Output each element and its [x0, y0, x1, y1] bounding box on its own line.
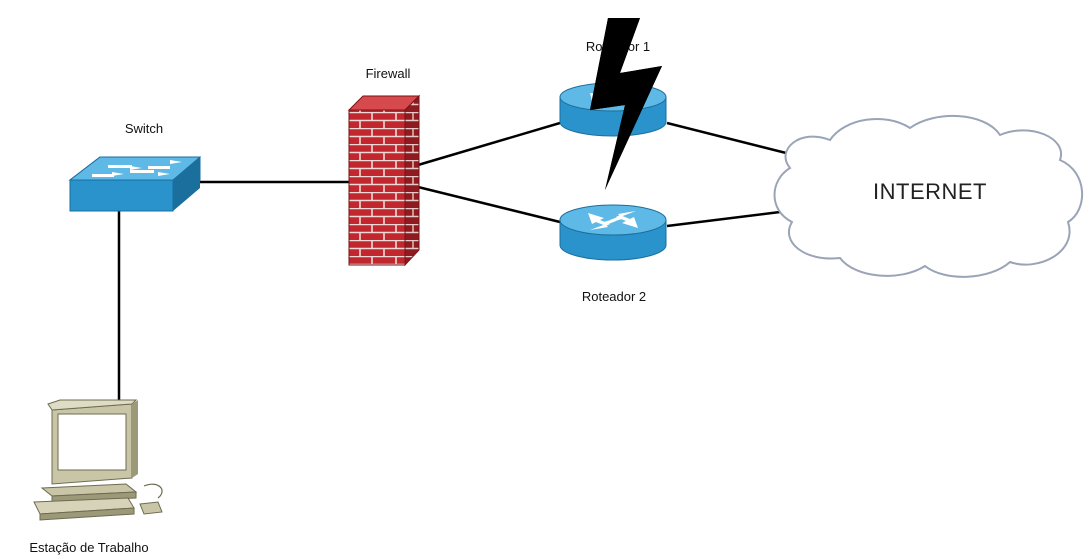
link-firewall-router1 [417, 121, 561, 167]
router1-label: Roteador 1 [585, 39, 651, 54]
link-firewall-router2 [417, 185, 561, 224]
firewall-brick-icon [347, 94, 421, 267]
router-icon [559, 204, 667, 261]
cloud-icon [773, 114, 1083, 278]
internet-label: INTERNET [873, 179, 987, 204]
link-router2-internet [666, 210, 781, 228]
switch-label: Switch [124, 121, 164, 136]
link-router1-internet [666, 121, 807, 160]
switch-icon [68, 156, 202, 212]
connections [117, 121, 807, 402]
firewall-label: Firewall [365, 66, 411, 81]
workstation-label: Estação de Trabalho [29, 540, 149, 555]
router2-label: Roteador 2 [581, 289, 647, 304]
computer-icon [33, 399, 163, 521]
